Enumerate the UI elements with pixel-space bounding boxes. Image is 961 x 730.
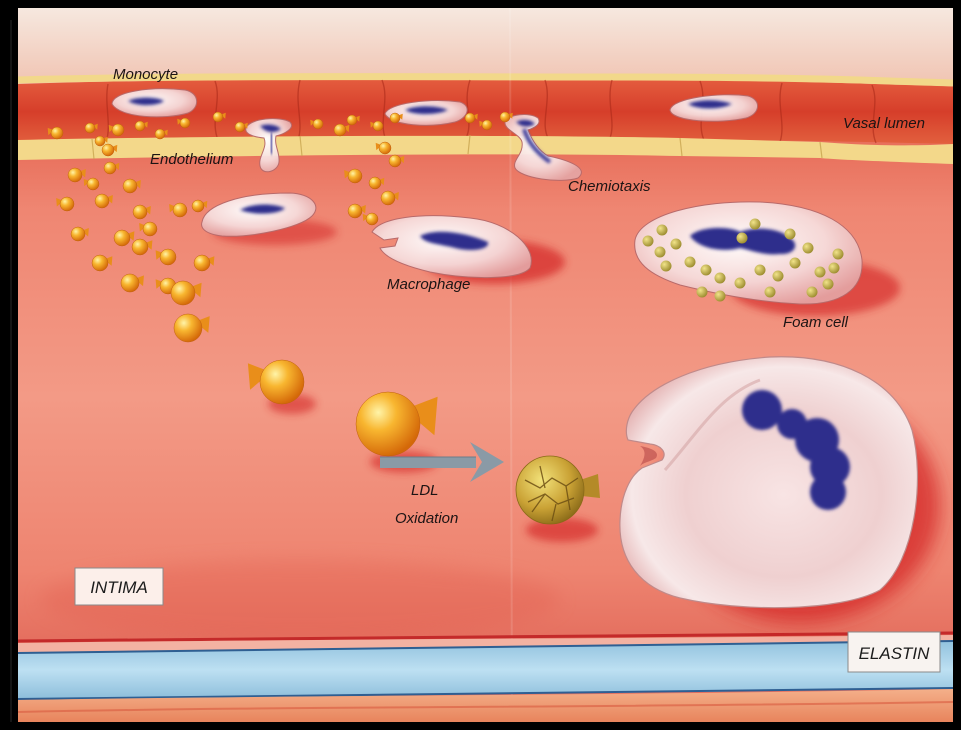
ldl-sphere <box>85 123 95 133</box>
ldl-sphere <box>373 121 383 131</box>
lipid-droplet <box>701 265 712 276</box>
illustration: Monocyte Endothelium Vasal lumen Chemiot… <box>18 8 953 722</box>
ldl-sphere <box>132 239 148 255</box>
ldl-sphere <box>71 227 85 241</box>
lipid-droplet <box>735 278 746 289</box>
ldl-sphere <box>171 281 195 305</box>
ldl-sphere <box>95 194 109 208</box>
lipid-droplet <box>685 257 696 268</box>
nucleus-tail <box>271 133 272 154</box>
lipid-droplet <box>829 263 840 274</box>
oxidation-label: Oxidation <box>395 510 458 527</box>
ldl-sphere <box>260 360 304 404</box>
lipid-droplet <box>671 239 682 250</box>
lipid-droplet <box>790 258 801 269</box>
ldl-sphere <box>390 113 400 123</box>
ldl-sphere <box>192 200 204 212</box>
ldl-sphere <box>143 222 157 236</box>
ldl-sphere <box>356 392 420 456</box>
lipid-droplet <box>655 247 666 258</box>
lipid-droplet <box>715 273 726 284</box>
ldl-sphere <box>104 162 116 174</box>
lipid-droplet <box>807 287 818 298</box>
lipid-droplet <box>715 291 726 302</box>
ldl-sphere <box>112 124 124 136</box>
ldl-sphere <box>95 136 105 146</box>
lipid-droplet <box>765 287 776 298</box>
ldl-sphere <box>180 118 190 128</box>
ldl-sphere <box>369 177 381 189</box>
ldl-sphere <box>174 314 202 342</box>
ldl-sphere <box>102 144 114 156</box>
ldl-sphere <box>68 168 82 182</box>
ldl-sphere <box>213 112 223 122</box>
ldl-sphere <box>155 129 165 139</box>
ldl-sphere <box>313 119 323 129</box>
intima-label: INTIMA <box>90 578 148 597</box>
ldl-sphere <box>60 197 74 211</box>
ldl-sphere <box>87 178 99 190</box>
monocyte-label: Monocyte <box>113 66 178 83</box>
ldl-sphere <box>348 169 362 183</box>
ldl-sphere <box>379 142 391 154</box>
large-macrophage <box>620 357 918 608</box>
intima-label-box: INTIMA <box>75 568 163 605</box>
lipid-droplet <box>815 267 826 278</box>
lipid-droplet <box>833 249 844 260</box>
ldl-sphere <box>235 122 245 132</box>
ldl-sphere <box>500 112 510 122</box>
foam-cell-label: Foam cell <box>783 314 849 331</box>
ldl-sphere <box>123 179 137 193</box>
ldl-sphere <box>381 191 395 205</box>
lipid-droplet <box>803 243 814 254</box>
lipid-droplet <box>657 225 668 236</box>
ldl-sphere <box>194 255 210 271</box>
arrow-shaft <box>380 457 476 468</box>
vasal-lumen-label: Vasal lumen <box>843 115 925 132</box>
ldl-sphere <box>133 205 147 219</box>
ldl-sphere <box>389 155 401 167</box>
lipid-droplet <box>643 236 654 247</box>
ldl-sphere <box>135 121 145 131</box>
ldl-sphere <box>173 203 187 217</box>
macrophage-label: Macrophage <box>387 276 470 293</box>
ldl-sphere <box>347 115 357 125</box>
ldl-sphere <box>121 274 139 292</box>
ldl-label: LDL <box>411 482 439 499</box>
ldl-sphere <box>160 249 176 265</box>
ldl-sphere <box>92 255 108 271</box>
ldl-sphere <box>114 230 130 246</box>
endothelium-label: Endothelium <box>150 151 233 168</box>
ldl-sphere <box>334 124 346 136</box>
lipid-droplet <box>661 261 672 272</box>
chemiotaxis-label: Chemiotaxis <box>568 178 651 195</box>
lipid-droplet <box>737 233 748 244</box>
lipid-droplet <box>785 229 796 240</box>
ldl-sphere <box>366 213 378 225</box>
ldl-sphere <box>465 113 475 123</box>
ldl-sphere <box>482 120 492 130</box>
elastin-label: ELASTIN <box>859 644 931 663</box>
elastin-label-box: ELASTIN <box>848 632 940 672</box>
lipid-droplet <box>773 271 784 282</box>
lipid-droplet <box>755 265 766 276</box>
lipid-droplet <box>823 279 834 290</box>
lipid-droplet <box>697 287 708 298</box>
lipid-droplet <box>750 219 761 230</box>
ldl-sphere <box>51 127 63 139</box>
ldl-sphere <box>348 204 362 218</box>
